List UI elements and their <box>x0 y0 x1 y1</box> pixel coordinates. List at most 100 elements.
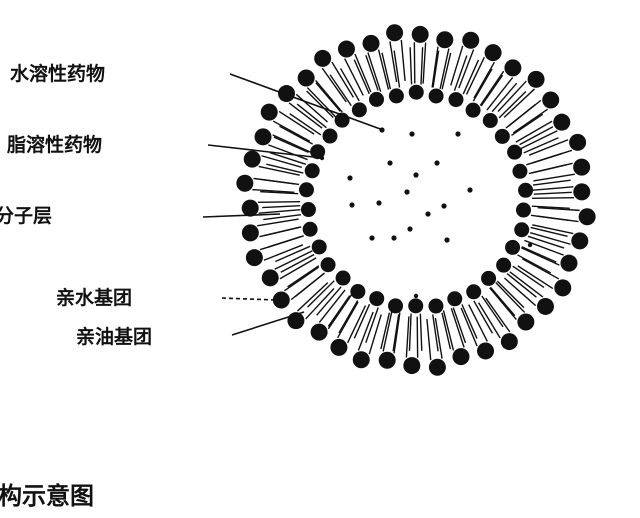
drug-particle <box>413 172 419 178</box>
lipid-tail <box>473 61 496 99</box>
outer-lipid-layer <box>236 24 596 376</box>
lipid-head <box>241 224 259 242</box>
outer-lipid <box>503 271 554 315</box>
lipid-tail <box>353 59 370 95</box>
lipid-tail <box>266 163 304 174</box>
inner-lipid <box>264 221 318 249</box>
lipid-tail <box>528 139 569 156</box>
drug-particle <box>404 189 410 195</box>
leader-water-soluble-drug <box>229 73 384 131</box>
lipid-tail <box>498 90 527 119</box>
lipid-head <box>350 284 366 300</box>
outer-lipid <box>245 236 304 267</box>
lipid-head <box>447 291 463 307</box>
lipid-head <box>330 338 348 356</box>
lipid-head <box>504 59 522 77</box>
lipid-head <box>578 208 596 226</box>
outer-lipid <box>426 317 446 376</box>
lipid-head <box>507 144 523 160</box>
outer-lipid <box>515 113 571 150</box>
aqueous-core-drugs <box>347 127 473 243</box>
inner-lipid <box>266 151 320 179</box>
lipid-tail <box>515 120 553 143</box>
outer-lipid <box>442 308 470 366</box>
lipid-tail <box>432 314 439 352</box>
lipid-tail <box>294 272 326 298</box>
lipid-head <box>335 270 351 286</box>
lipid-tail <box>365 55 379 91</box>
lipid-tail <box>531 205 570 209</box>
lipid-tail <box>408 313 412 351</box>
figure-caption: 单室脂质体结构示意图 <box>0 481 94 510</box>
lipid-drug-particle <box>307 227 313 233</box>
lipid-head <box>278 85 296 103</box>
lipid-head <box>542 91 560 109</box>
lipid-tail <box>331 61 355 98</box>
lipid-tail <box>264 226 302 237</box>
lipid-tail <box>278 110 315 135</box>
lipid-tail <box>458 49 475 89</box>
lipid-tail <box>480 74 504 107</box>
lipid-head <box>337 40 355 58</box>
lipid-head <box>304 163 320 179</box>
lipid-tail <box>503 88 536 118</box>
lipid-tail <box>357 311 374 351</box>
lipid-tail <box>486 77 514 111</box>
lipid-tail <box>426 319 432 361</box>
drug-particle <box>387 160 393 166</box>
outer-lipid <box>261 250 317 287</box>
outer-lipid <box>254 128 312 161</box>
inner-lipid <box>289 103 338 144</box>
lipid-tail <box>419 313 423 351</box>
lipid-head <box>320 257 336 273</box>
lipid-tail <box>327 295 351 327</box>
drug-particle <box>444 237 450 243</box>
lipid-tail <box>279 125 314 145</box>
lipid-tail <box>377 49 390 90</box>
lipid-tail <box>272 120 311 142</box>
lipid-tail <box>505 104 536 129</box>
label-lipid-bilayer: 类脂质双分子层 <box>0 204 52 227</box>
lipid-tail <box>521 258 560 280</box>
inner-lipid <box>408 298 424 351</box>
lipid-tail <box>533 173 575 182</box>
lipid-tail <box>289 113 322 136</box>
lipid-head <box>261 269 279 287</box>
lipid-tail <box>318 289 346 323</box>
outer-lipid <box>243 150 302 176</box>
lipid-tail <box>393 312 401 354</box>
inner-lipid <box>327 284 366 334</box>
lipid-tail <box>530 214 569 221</box>
drug-particle <box>391 235 397 241</box>
leader-lipophilic-group <box>231 311 305 336</box>
inner-lipid <box>260 178 314 198</box>
inner-lipid <box>353 55 385 107</box>
outer-lipid <box>477 297 518 351</box>
lipid-tail <box>537 207 580 212</box>
lipid-tail <box>441 312 452 350</box>
lipid-tail <box>477 302 501 339</box>
membrane-lipid-drugs <box>307 93 533 299</box>
outer-lipid <box>531 158 591 182</box>
outer-lipid <box>314 49 355 103</box>
lipid-tail <box>452 307 467 344</box>
outer-lipid <box>297 69 343 118</box>
leader-lipid-bilayer <box>202 213 281 218</box>
lipid-tail <box>473 300 494 334</box>
lipid-drug-particle <box>527 242 533 248</box>
lipid-drug-particle <box>517 147 523 153</box>
lipid-head <box>408 84 424 100</box>
lipid-head <box>369 291 385 307</box>
lipid-tail <box>405 316 410 358</box>
lipid-tail <box>409 47 413 85</box>
lipid-head <box>482 113 498 129</box>
lipid-tail <box>472 68 493 102</box>
inner-lipid <box>481 270 525 317</box>
lipid-head <box>428 358 446 376</box>
lipid-head <box>448 92 464 108</box>
inner-lipid <box>447 291 478 344</box>
outer-lipid <box>241 199 301 217</box>
label-lipophilic-group: 亲油基团 <box>76 325 152 348</box>
inner-lipid <box>514 222 568 249</box>
